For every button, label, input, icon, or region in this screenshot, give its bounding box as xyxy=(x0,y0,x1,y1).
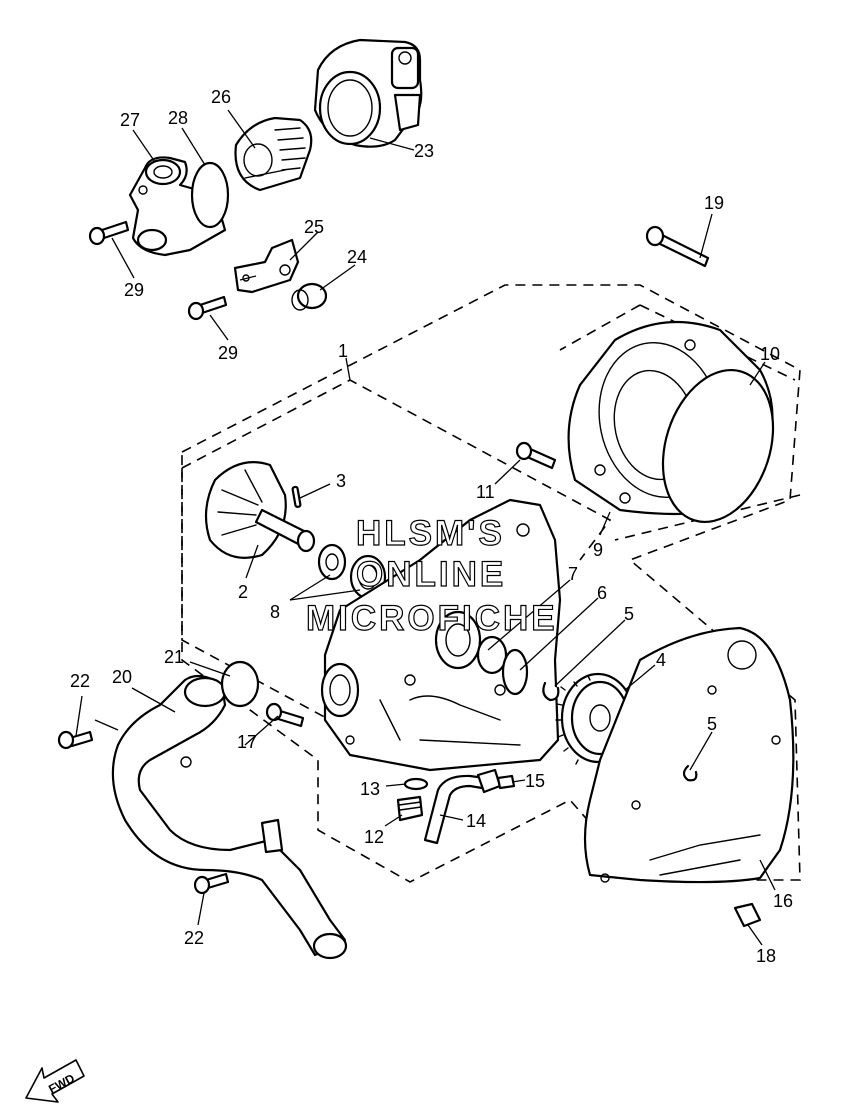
callout-22-upper: 22 xyxy=(70,671,90,691)
pipe-o-ring xyxy=(220,660,260,708)
bolt-11 xyxy=(515,441,557,470)
callout-13: 13 xyxy=(360,779,380,799)
hose-fitting xyxy=(476,768,516,794)
cover-o-ring xyxy=(661,368,775,524)
callout-16: 16 xyxy=(773,891,793,911)
callout-6: 6 xyxy=(597,583,607,603)
bolt-17 xyxy=(265,702,305,728)
cap-18 xyxy=(733,902,762,928)
cover-gasket xyxy=(583,626,795,884)
callout-11: 11 xyxy=(476,482,495,502)
callout-3: 3 xyxy=(336,471,346,491)
callout-18: 18 xyxy=(756,946,776,966)
callout-9: 9 xyxy=(593,540,603,560)
callout-14: 14 xyxy=(466,811,486,831)
callout-7: 7 xyxy=(568,564,578,584)
assembly-boundary-outer xyxy=(181,284,801,883)
callout-1: 1 xyxy=(338,341,348,361)
callout-10: 10 xyxy=(760,344,780,364)
circlip-5-rear xyxy=(682,764,698,782)
callout-26: 26 xyxy=(211,87,231,107)
callout-4: 4 xyxy=(656,650,666,670)
seal-8-a xyxy=(317,543,347,581)
callout-24: 24 xyxy=(347,247,367,267)
fwd-arrow-icon: FWD xyxy=(25,1059,85,1103)
callout-5-front: 5 xyxy=(624,604,634,624)
thermostat xyxy=(234,116,313,192)
callout-19: 19 xyxy=(704,193,724,213)
outlet-gasket xyxy=(190,161,230,229)
callout-15: 15 xyxy=(525,771,545,791)
callout-27: 27 xyxy=(120,110,140,130)
water-outlet-fitting xyxy=(128,156,227,257)
callout-12: 12 xyxy=(364,827,384,847)
drain-plug xyxy=(396,795,424,822)
bracket xyxy=(233,238,300,294)
grommet xyxy=(291,282,328,311)
bolt-19 xyxy=(645,225,710,268)
pump-housing xyxy=(320,498,562,772)
callout-20: 20 xyxy=(112,667,132,687)
callout-2: 2 xyxy=(238,582,248,602)
impeller xyxy=(204,461,316,559)
bolt-29-upper xyxy=(88,220,130,246)
leader-lines xyxy=(75,109,776,946)
callout-22-lower: 22 xyxy=(184,928,204,948)
callout-29-upper: 29 xyxy=(124,280,144,300)
circlip-5-front xyxy=(542,681,560,702)
bolt-29-lower xyxy=(187,295,228,321)
watermark-line-3: MICROFICHE xyxy=(306,599,558,638)
callout-28: 28 xyxy=(168,108,188,128)
breather-hose xyxy=(423,774,487,845)
assembly-boundary-pump xyxy=(181,379,612,721)
callout-17: 17 xyxy=(237,732,257,752)
callout-5-rear: 5 xyxy=(707,714,717,734)
callout-8: 8 xyxy=(270,602,280,622)
thermostat-housing xyxy=(313,38,423,148)
water-pipe xyxy=(111,674,348,960)
drain-washer xyxy=(403,777,429,791)
bolt-22-upper xyxy=(57,730,94,750)
callout-21: 21 xyxy=(164,647,184,667)
callout-25: 25 xyxy=(304,217,324,237)
watermark-line-2: ONLINE xyxy=(356,555,506,594)
impeller-pin xyxy=(291,485,302,508)
callout-29-lower: 29 xyxy=(218,343,238,363)
watermark-line-1: HLSM'S xyxy=(356,514,505,553)
bolt-22-lower xyxy=(193,872,230,895)
callout-23: 23 xyxy=(414,141,434,161)
